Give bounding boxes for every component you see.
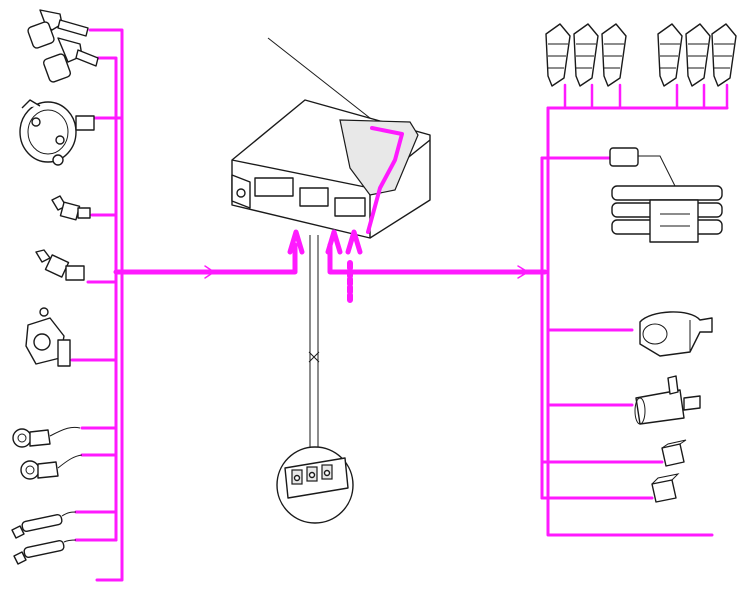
knock-sensor-icon bbox=[12, 426, 81, 448]
engine-control-module-icon bbox=[231, 37, 431, 303]
diagnostic-lead bbox=[308, 235, 320, 455]
throttle-position-sensor-icon bbox=[25, 307, 71, 367]
coolant-temperature-sensor-icon bbox=[51, 195, 91, 221]
knock-sensor-icon bbox=[20, 454, 83, 480]
ignition-coil-pack-icon bbox=[609, 147, 723, 243]
right-wiring-harness bbox=[327, 83, 729, 537]
camshaft-position-sensor-icon bbox=[42, 37, 99, 83]
relay-icon bbox=[651, 473, 680, 503]
purge-solenoid-valve-icon bbox=[634, 375, 701, 425]
idle-air-control-valve-icon bbox=[639, 311, 713, 357]
crankshaft-position-sensor-icon bbox=[27, 9, 89, 49]
left-wiring-harness bbox=[70, 28, 298, 582]
diagnostic-connector-icon bbox=[276, 446, 354, 524]
relay-icon bbox=[661, 439, 687, 467]
fuel-injectors-icon bbox=[545, 23, 737, 87]
oxygen-sensor-icon bbox=[13, 539, 77, 565]
oxygen-sensor-icon bbox=[11, 511, 77, 539]
air-flow-meter-icon bbox=[19, 99, 95, 166]
air-temperature-sensor-icon bbox=[35, 249, 85, 281]
